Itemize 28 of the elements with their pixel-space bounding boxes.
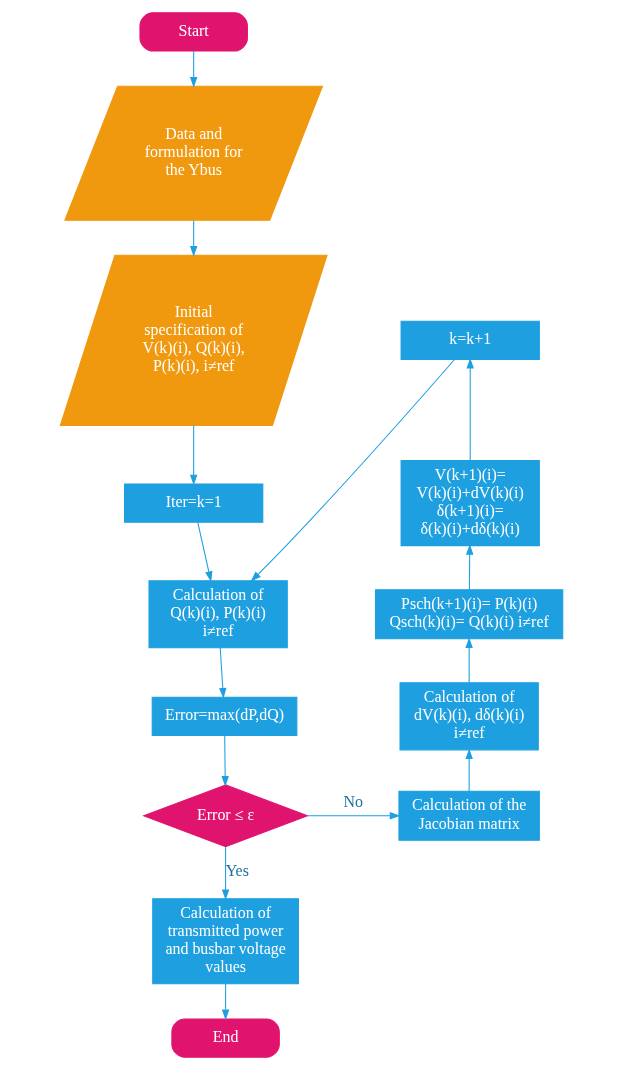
arrow (189, 220, 198, 257)
arrow (466, 544, 474, 591)
node-box: End (171, 1018, 280, 1058)
node-box: Start (139, 12, 248, 52)
arrow (221, 846, 230, 901)
node-box: k=k+1 (400, 320, 540, 361)
edge-label: Yes (225, 862, 249, 880)
node-box: Psch(k+1)(i)= P(k)(i) Qsch(k)(i)= Q(k)(i) i≠ref (375, 589, 564, 640)
arrow (307, 812, 401, 820)
node-box: Calculation of transmitted power and busbar voltage values (152, 898, 299, 985)
node-box: Calculation of the Jacobian matrix (398, 790, 540, 841)
edge-label: No (343, 793, 363, 811)
arrow (221, 983, 230, 1021)
arrow (219, 647, 227, 699)
node-diamond: Error ≤ ε (142, 784, 309, 848)
arrow (465, 637, 473, 684)
arrow (465, 748, 473, 792)
node-box: Calculation of Q(k)(i), P(k)(i) i≠ref (148, 580, 288, 649)
node-box: Error=max(dP,dQ) (151, 696, 298, 736)
node-box: V(k+1)(i)= V(k)(i)+dV(k)(i) δ(k+1)(i)= δ(k)(i)+dδ(k)(i) (400, 460, 540, 547)
arrow (466, 357, 474, 461)
node-box: Iter=k=1 (124, 483, 264, 523)
arrow (250, 359, 455, 582)
arrow (189, 50, 198, 88)
arrow (221, 735, 229, 787)
node-box: Calculation of dV(k)(i), dδ(k)(i) i≠ref (399, 682, 539, 751)
arrow (189, 424, 198, 486)
arrow (197, 522, 213, 582)
